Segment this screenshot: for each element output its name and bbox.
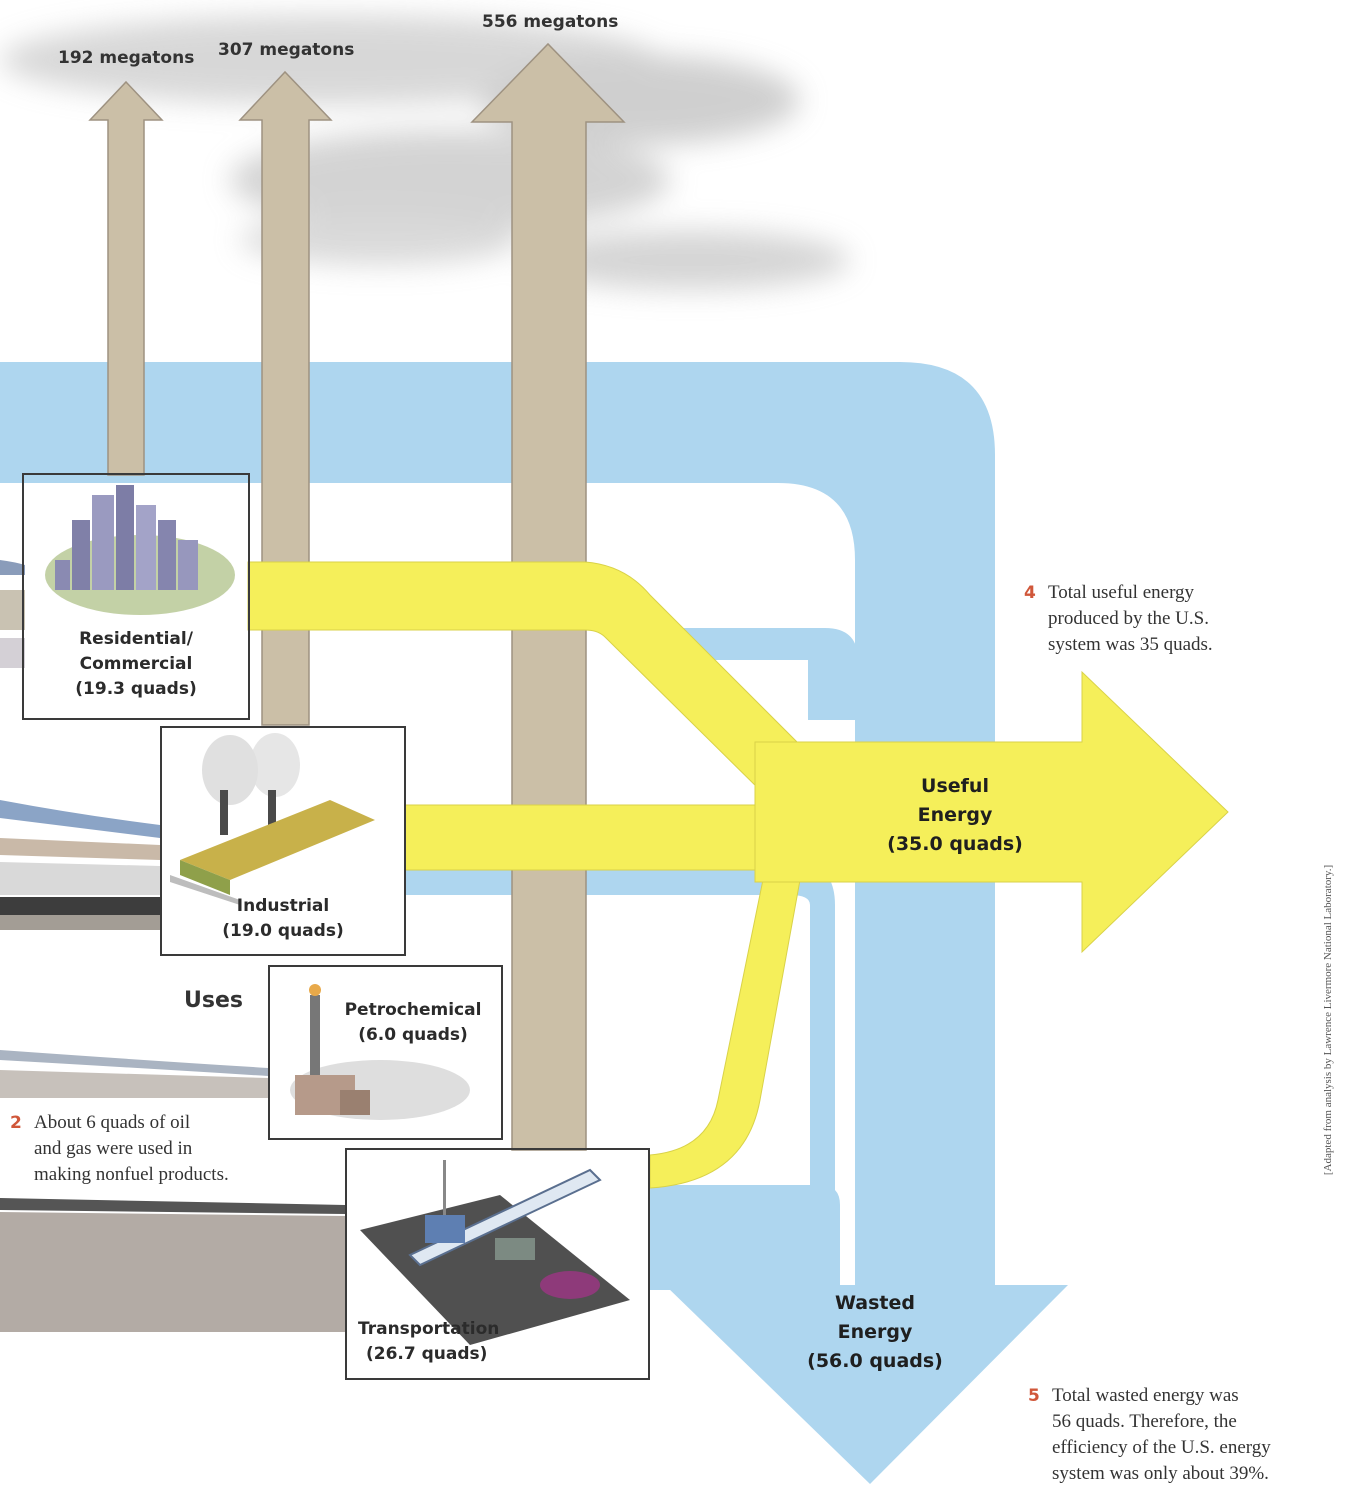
- input-flow-petro-2: [0, 1070, 268, 1098]
- useful-flow-transport: [649, 869, 801, 1189]
- useful-energy-label: Useful Energy (35.0 quads): [887, 775, 1023, 855]
- uses-heading: Uses: [184, 988, 243, 1013]
- input-flow-transport-2: [0, 1212, 345, 1332]
- emission-label-3: 556 megatons: [482, 12, 619, 32]
- refinery-icon: [290, 984, 470, 1120]
- waste-flow-top: [0, 362, 995, 1290]
- input-flow-industrial-4: [0, 897, 160, 915]
- city-buildings-icon: [45, 485, 235, 615]
- industrial-box: [160, 726, 406, 956]
- note-2: 2 About 6 quads of oil and gas were used…: [10, 1112, 229, 1185]
- note-4: 4 Total useful energy produced by the U.…: [1024, 582, 1213, 655]
- petrochemical-label: Petrochemical (6.0 quads): [344, 1000, 482, 1045]
- industrial-label: Industrial (19.0 quads): [222, 896, 344, 941]
- input-flow-transport-1: [0, 1198, 345, 1214]
- input-flow-industrial-2: [0, 838, 160, 860]
- useful-energy-arrow: [754, 670, 1229, 954]
- input-flow-residential-1: [0, 560, 25, 575]
- useful-flow-industrial: [404, 804, 761, 871]
- input-flow-petro-1: [0, 1050, 268, 1076]
- transportation-box: [345, 1148, 650, 1380]
- input-flow-industrial-1: [0, 800, 160, 838]
- factory-icon: [170, 733, 375, 905]
- note-5-number: 5: [1028, 1386, 1040, 1406]
- input-flow-residential-2: [0, 590, 25, 630]
- emission-label-1: 192 megatons: [58, 48, 195, 68]
- residential-label: Residential/ Commercial (19.3 quads): [75, 629, 197, 699]
- emission-arrow-1: [88, 80, 164, 476]
- input-flow-residential-3: [0, 638, 25, 668]
- petrochemical-box: [268, 965, 503, 1140]
- input-flow-industrial-3: [0, 862, 160, 895]
- note-2-number: 2: [10, 1113, 22, 1133]
- residential-box: [22, 473, 250, 720]
- emission-label-2: 307 megatons: [218, 40, 355, 60]
- input-flow-industrial-5: [0, 915, 160, 930]
- wasted-energy-flows: [0, 362, 1068, 1484]
- source-credit: [Adapted from analysis by Lawrence Liver…: [1322, 864, 1334, 1176]
- waste-flow-transport-curl: [650, 1240, 745, 1285]
- wasted-energy-arrow: [665, 1285, 1068, 1484]
- note-4-number: 4: [1024, 583, 1036, 603]
- wasted-energy-label: Wasted Energy (56.0 quads): [807, 1292, 943, 1372]
- train-and-road-icon: [360, 1160, 630, 1345]
- input-flows: [0, 560, 345, 1332]
- note-5: 5 Total wasted energy was 56 quads. Ther…: [1028, 1385, 1271, 1484]
- useful-energy-flows: [247, 561, 1229, 1189]
- transportation-label: Transportation (26.7 quads): [358, 1319, 500, 1364]
